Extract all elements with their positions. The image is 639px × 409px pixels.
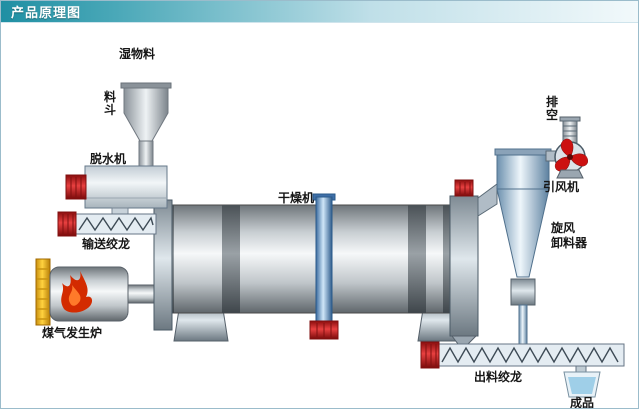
hopper-rim [120,82,172,89]
cyclone-cap [494,148,552,156]
title-bar: 产品原理图 [1,1,638,23]
label-cyclone-1: 旋风 [550,220,575,235]
vent-flange [559,116,581,122]
label-product: 成品 [570,395,594,408]
label-hopper-1: 料 [104,89,116,104]
cyclone-drop-pipe [518,304,528,346]
product-bin [563,371,601,398]
cyclone-discharger [494,148,552,346]
label-wet-material: 湿物料 [119,46,155,61]
dryer-support-column [309,193,339,340]
fan-blades-icon [554,138,588,172]
flame-core [68,285,81,306]
drum-discharge-head [449,179,498,345]
label-gas-furnace: 煤气发生炉 [42,325,102,340]
feed-screw-trough [75,213,157,235]
dehydrator [65,165,168,215]
furnace-duct [127,284,157,304]
label-vent-2: 空 [546,107,558,122]
cyclone-cone [496,188,550,278]
head-outlet-funnel [451,335,478,345]
feed-screw-conveyor [57,211,157,237]
fan-base [556,169,584,179]
label-draft-fan: 引风机 [543,179,579,194]
dehydrator-outlet-pipe [111,207,129,215]
label-dryer: 干燥机 [278,190,314,205]
furnace-body [49,266,129,322]
head-to-cyclone-duct [477,183,498,217]
gas-furnace [35,258,157,326]
cyclone-airlock-valve [510,278,536,306]
feed-hopper [120,82,172,167]
discharge-screw-flight [441,346,619,364]
bin-contents [568,377,596,394]
hopper-neck [138,140,154,167]
drum-riding-ring-right [408,205,426,313]
hopper-funnel [123,87,169,142]
cyclone-barrel [496,154,550,190]
process-diagram: 湿物料 料 斗 脱水机 输送绞龙 煤气发生炉 干燥机 排 空 引风机 旋风 卸料… [35,46,625,408]
label-discharge-screw: 出料绞龙 [474,369,522,384]
label-dehydrator: 脱水机 [90,151,126,166]
feed-screw-flight [78,216,154,232]
page-title: 产品原理图 [11,6,82,21]
product-spout [575,365,587,373]
label-feed-screw: 输送绞龙 [82,236,130,251]
induced-draft-fan [545,116,588,179]
dehydrator-body [84,165,168,209]
label-hopper-2: 斗 [104,103,116,117]
discharge-screw-conveyor [420,341,625,373]
column-body [315,196,333,326]
label-cyclone-2: 卸料器 [551,235,588,250]
label-vent-1: 排 [546,94,558,109]
drum-feed-head [153,199,173,331]
rotary-dryer-drum [161,204,456,314]
drum-riding-ring-left [222,205,240,313]
